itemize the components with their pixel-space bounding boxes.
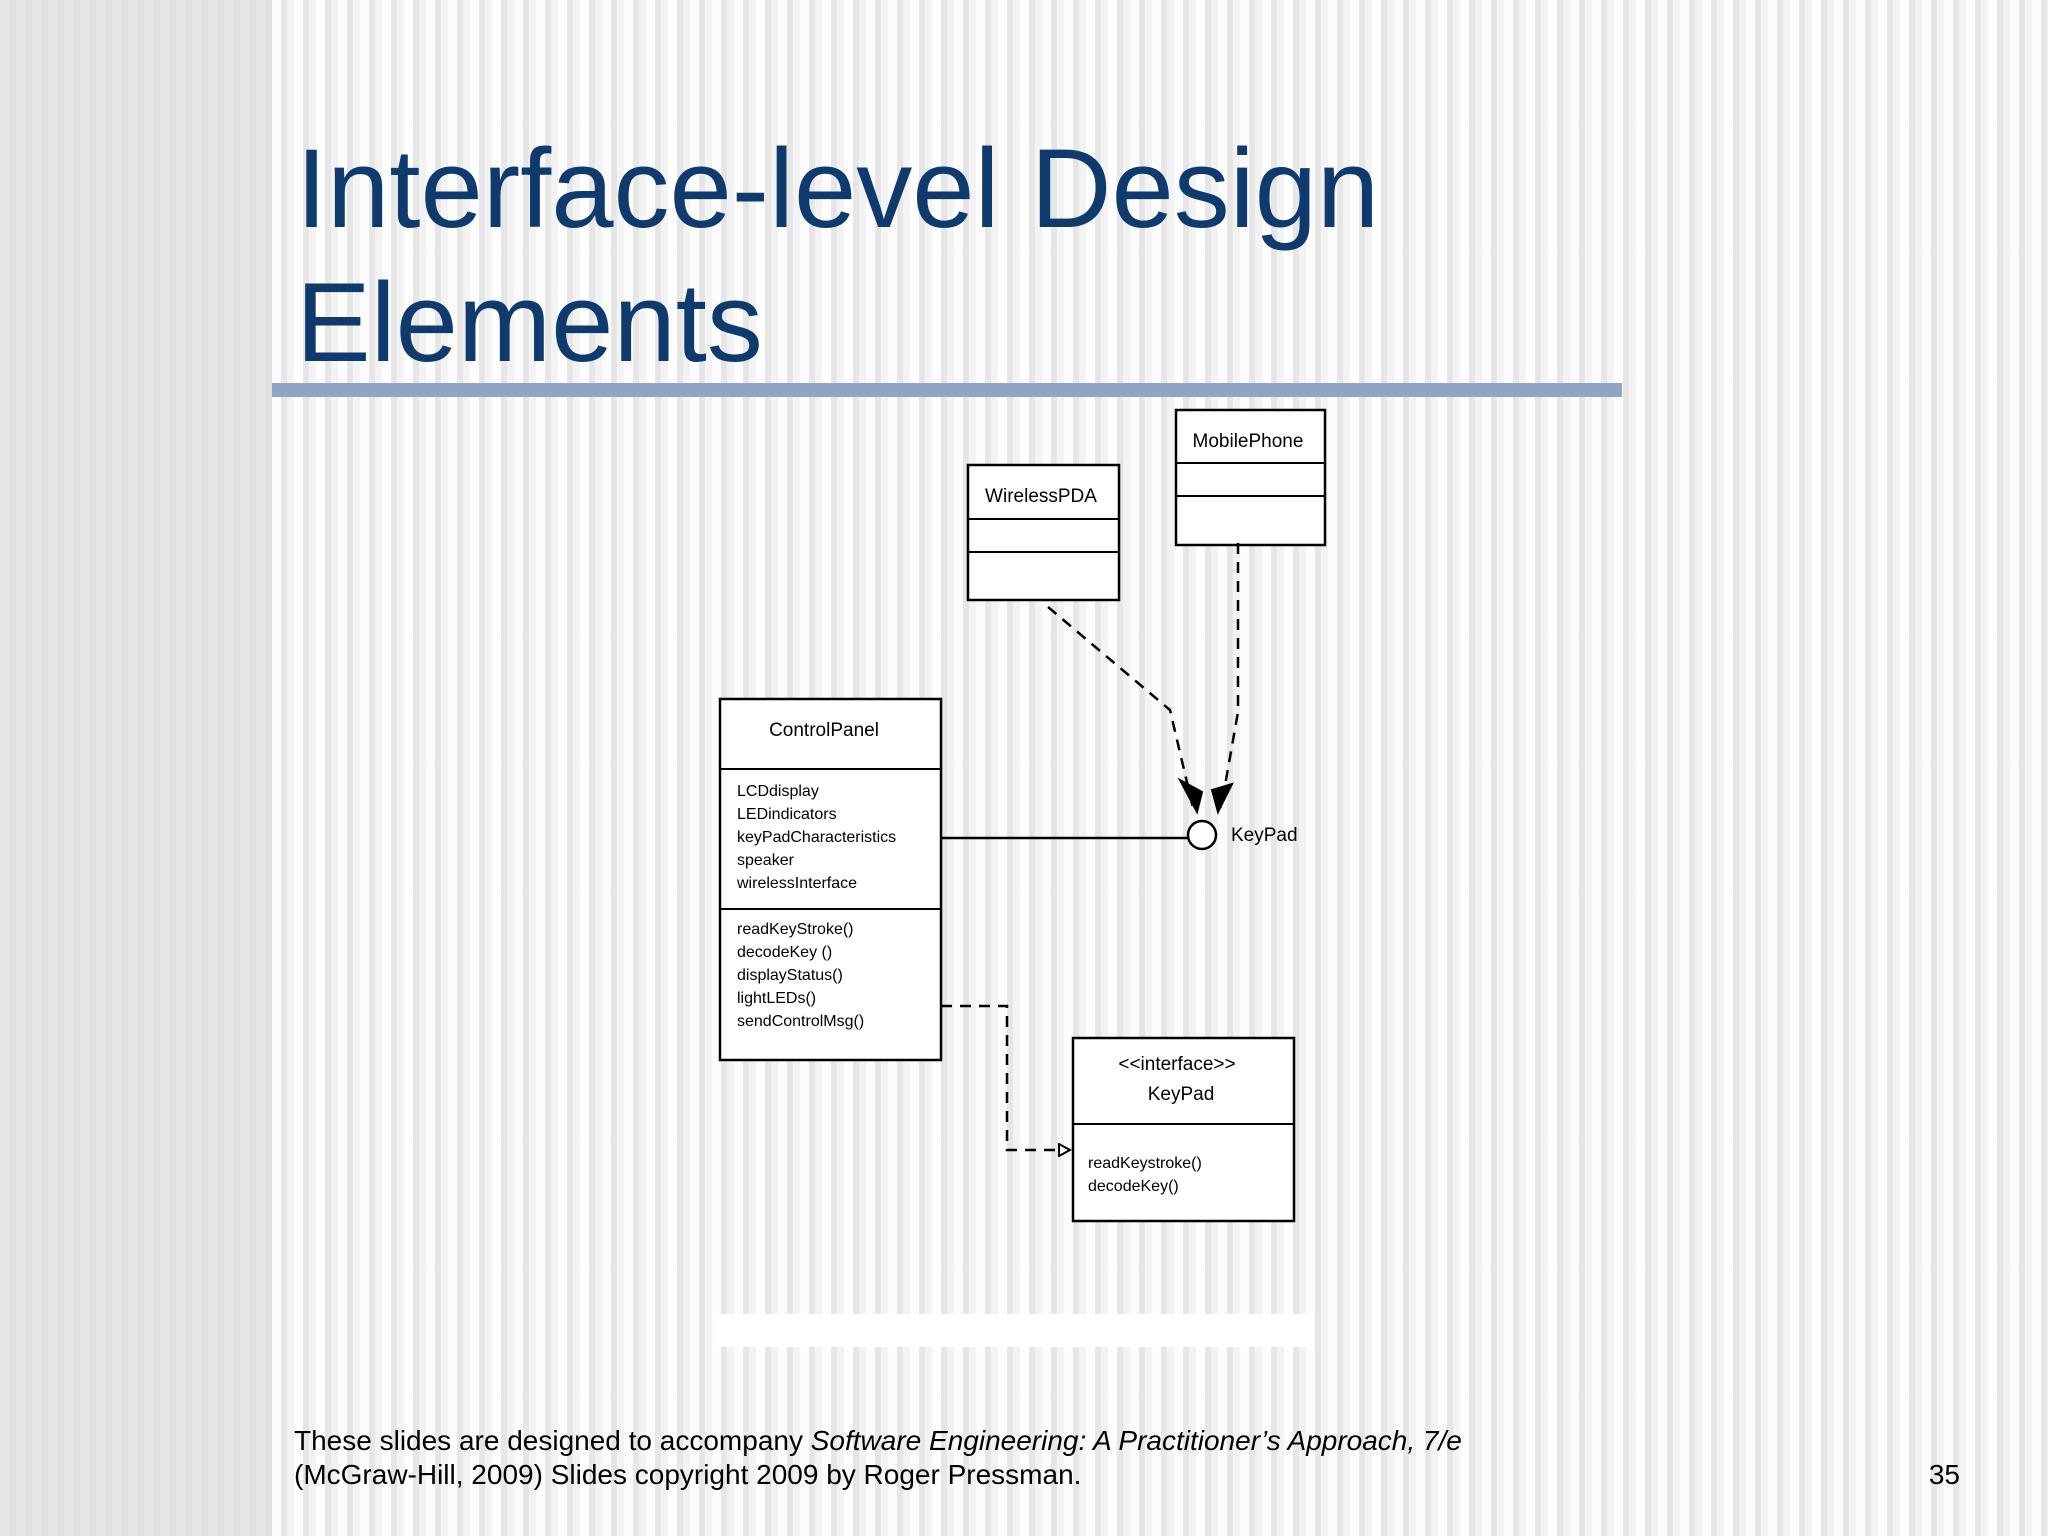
control-panel-attribute: keyPadCharacteristics [737, 829, 896, 846]
title-underline [272, 383, 1622, 397]
mobile-phone-class: MobilePhone [1174, 408, 1327, 547]
interface-dependency-line [941, 1004, 1070, 1150]
keypad-interface-operation: readKeystroke() [1088, 1155, 1202, 1172]
wireless-pda-box [966, 463, 1121, 602]
control-panel-operation: lightLEDs() [737, 990, 816, 1007]
wireless-pda-class: WirelessPDA [966, 463, 1121, 602]
slide-title-line1: Interface-level Design [296, 126, 1380, 251]
control-panel-operation: sendControlMsg() [737, 1013, 864, 1030]
control-panel-operation: displayStatus() [737, 967, 843, 984]
control-panel-operations: readKeyStroke() decodeKey () displayStatus… [737, 921, 864, 1030]
mobile-phone-name: MobilePhone [1193, 431, 1304, 452]
keypad-interface-operations: readKeystroke() decodeKey() [1088, 1155, 1202, 1195]
keypad-lollipop-label: KeyPad [1231, 825, 1298, 846]
wireless-pda-name: WirelessPDA [985, 486, 1097, 507]
phone-dependency-line [1219, 543, 1240, 809]
control-panel-attribute: wirelessInterface [736, 875, 857, 892]
background-left [0, 0, 272, 1536]
control-panel-attribute: speaker [737, 852, 795, 869]
mobile-phone-box [1174, 408, 1327, 547]
slide-background [272, 0, 2048, 1536]
pda-dependency-line [1047, 606, 1195, 809]
slide-title-line2: Elements [296, 260, 763, 385]
keypad-interface-operation: decodeKey() [1088, 1178, 1179, 1195]
control-panel-operation: decodeKey () [737, 944, 832, 961]
keypad-interface-box [1071, 1036, 1296, 1223]
keypad-lollipop [1186, 819, 1218, 851]
footer-credits: These slides are designed to accompany S… [294, 1424, 1462, 1492]
phone-arrowhead [1210, 782, 1234, 815]
slide-title: Interface-level Design Elements [296, 122, 1379, 390]
keypad-interface-stereotype: <<interface>> [1118, 1054, 1235, 1075]
keypad-interface-name: KeyPad [1148, 1084, 1215, 1105]
footer-book-title: Software Engineering: A Practitioner’s A… [810, 1425, 1462, 1456]
control-panel-name: ControlPanel [769, 720, 879, 741]
pda-arrowhead [1177, 777, 1204, 815]
control-panel-attribute: LCDdisplay [737, 783, 819, 800]
footer-text: These slides are designed to accompany [294, 1425, 811, 1456]
blank-bar [716, 1314, 1314, 1347]
control-panel-operation: readKeyStroke() [737, 921, 854, 938]
page-number: 35 [1928, 1459, 1960, 1490]
control-panel-attribute: LEDindicators [737, 806, 837, 823]
control-panel-box [718, 697, 943, 1062]
footer-line2: (McGraw-Hill, 2009) Slides copyright 200… [294, 1459, 1082, 1490]
keypad-interface-class: <<interface>> KeyPad readKeystroke() deco… [1071, 1036, 1296, 1223]
